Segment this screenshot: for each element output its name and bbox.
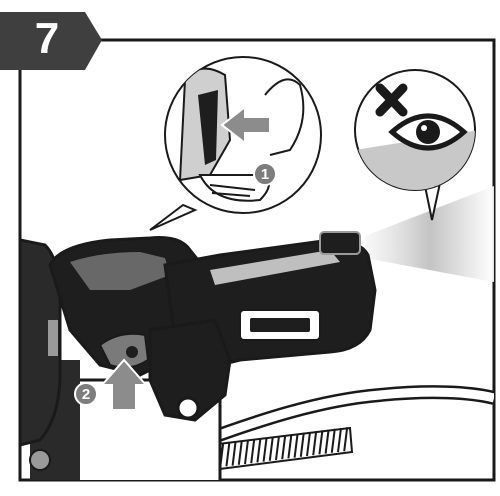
step-badge (0, 12, 102, 70)
callout-number-2: 2 (75, 383, 97, 405)
callout-number-1: 1 (254, 163, 276, 185)
